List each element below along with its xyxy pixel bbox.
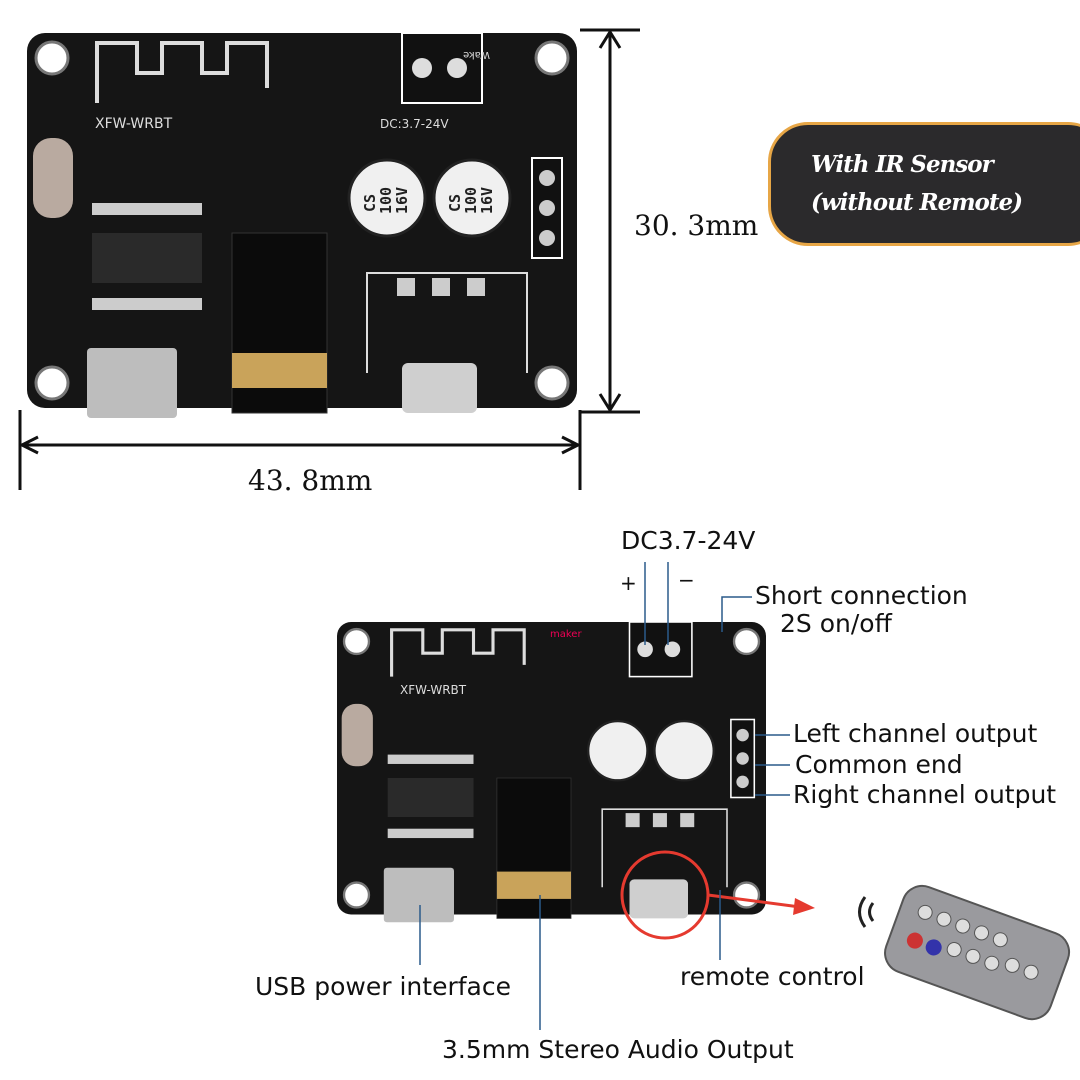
signal-waves-icon (858, 896, 875, 928)
width-dimension-label: 43. 8mm (248, 464, 372, 497)
plus-label: + (620, 571, 637, 595)
badge-line-2: (without Remote) (811, 189, 1023, 216)
left-channel-label: Left channel output (793, 719, 1038, 748)
dimension-width (18, 410, 582, 490)
board-model-text-2: XFW-WRBT (400, 683, 467, 697)
cap-text-cs-2: CS (446, 194, 464, 212)
usb-label: USB power interface (255, 972, 511, 1001)
wake-label: Wake (463, 49, 490, 60)
cap-text-16v: 16V (393, 187, 411, 214)
onoff-label: 2S on/off (780, 609, 893, 638)
short-connection-label: Short connection (755, 581, 968, 610)
cap-text-100-2: 100 (462, 187, 480, 214)
capacitor-right-marking: CS 100 16V (446, 187, 496, 214)
cap-text-cs: CS (361, 194, 379, 212)
ir-sensor-badge: With IR Sensor (without Remote) (768, 122, 1080, 246)
minus-label: − (678, 568, 695, 592)
badge-line-1: With IR Sensor (811, 151, 994, 178)
common-end-label: Common end (795, 750, 963, 779)
dimension-height (580, 28, 640, 414)
board-bottom-photo: XFW-WRBT maker (335, 620, 768, 924)
board-power-text: DC:3.7-24V (380, 117, 449, 131)
board-top-photo: XFW-WRBT DC:3.7-24V Wake CS 100 16V CS 1… (25, 31, 579, 420)
remote-control-image (884, 884, 1071, 1021)
power-label: DC3.7-24V (621, 526, 755, 555)
pointer-arrow (707, 893, 815, 915)
height-dimension-label: 30. 3mm (634, 209, 758, 242)
right-channel-label: Right channel output (793, 780, 1056, 809)
cap-text-16v-2: 16V (478, 187, 496, 214)
board-model-text: XFW-WRBT (95, 116, 173, 132)
maker-logo: maker (550, 629, 582, 640)
capacitor-left-marking: CS 100 16V (361, 187, 411, 214)
remote-control-label: remote control (680, 962, 865, 991)
leader-lines (419, 562, 790, 1030)
cap-text-100: 100 (377, 187, 395, 214)
audio-output-label: 3.5mm Stereo Audio Output (442, 1035, 794, 1064)
